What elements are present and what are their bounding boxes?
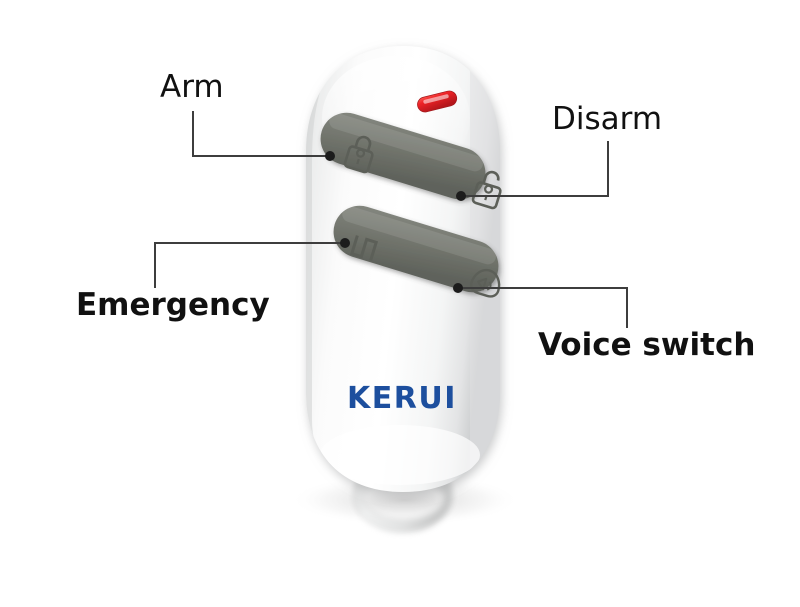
bell-speaker-icon (469, 268, 501, 298)
leader-dot-voice (453, 283, 463, 293)
callout-label-disarm: Disarm (552, 101, 663, 137)
device-ground-shadow (290, 474, 520, 526)
leader-line-voice (458, 287, 628, 328)
leader-dot-arm (325, 151, 335, 161)
open-padlock-icon (471, 170, 502, 210)
status-led (417, 90, 458, 113)
lower-bar-sheen (342, 206, 496, 265)
leader-lines (154, 111, 628, 328)
leader-line-disarm (461, 141, 609, 197)
upper-bar-sheen (329, 113, 483, 172)
body-bottom-sheen (320, 425, 480, 485)
upper-button-bar[interactable] (314, 106, 492, 205)
kerui-brand-logo: KERUI (347, 381, 457, 416)
leader-dots (325, 151, 466, 293)
closed-padlock-icon (343, 135, 374, 174)
callout-label-emergency: Emergency (76, 287, 270, 323)
leader-dot-emergency (340, 238, 350, 248)
callout-label-arm: Arm (160, 69, 224, 105)
sos-s-icon (349, 235, 379, 261)
leader-line-emergency (154, 242, 345, 288)
lower-button-bar[interactable] (327, 199, 505, 298)
leader-dot-disarm (456, 191, 466, 201)
leader-line-arm (192, 111, 330, 157)
callout-label-voice-switch: Voice switch (538, 327, 756, 363)
